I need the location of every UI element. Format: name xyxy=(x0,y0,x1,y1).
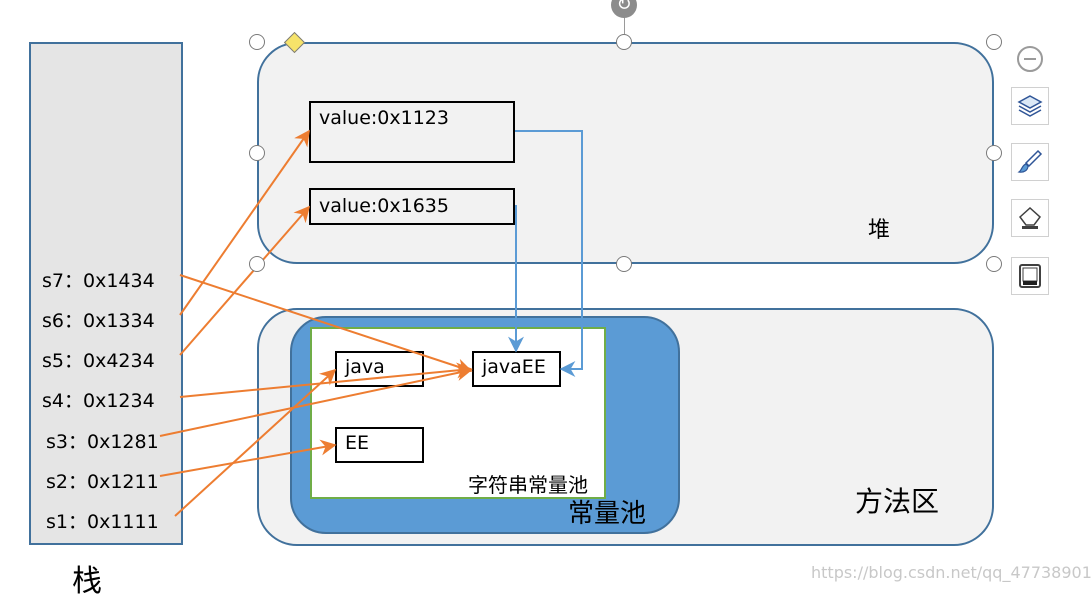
string-entry-java: java xyxy=(335,351,424,387)
eraser-button[interactable] xyxy=(1011,199,1049,237)
resize-handle-bottom-middle[interactable] xyxy=(616,256,632,272)
resize-handle-bottom-right[interactable] xyxy=(986,256,1002,272)
brush-button[interactable] xyxy=(1011,143,1049,181)
stack-var-s6: s6：0x1334 xyxy=(42,310,155,332)
stack-var-s4: s4：0x1234 xyxy=(42,390,155,412)
heap-object-2: value:0x1635 xyxy=(309,188,515,225)
string-entry-javaEE: javaEE xyxy=(472,351,561,387)
layers-icon xyxy=(1017,95,1043,117)
string-pool-title: 字符串常量池 xyxy=(468,473,588,497)
resize-handle-top-middle[interactable] xyxy=(616,34,632,50)
arrow-heap1-to-javaEE xyxy=(515,130,583,377)
collapse-button[interactable] xyxy=(1017,46,1043,72)
arrow-s4 xyxy=(179,362,473,398)
string-entry-EE: EE xyxy=(335,427,424,463)
stack-frame xyxy=(29,42,183,545)
rotate-icon[interactable]: ↻ xyxy=(611,0,637,18)
resize-handle-middle-left[interactable] xyxy=(249,145,265,161)
watermark: https://blog.csdn.net/qq_47738901 xyxy=(811,563,1092,582)
minus-icon xyxy=(1024,58,1036,60)
eraser-icon xyxy=(1018,206,1042,229)
fill-icon xyxy=(1019,264,1041,288)
layers-button[interactable] xyxy=(1011,87,1049,125)
arrow-s7 xyxy=(179,274,473,375)
resize-handle-middle-right[interactable] xyxy=(986,145,1002,161)
stack-var-s5: s5：0x4234 xyxy=(42,350,155,372)
arrow-heap2-to-javaEE xyxy=(508,205,524,353)
arrow-s5 xyxy=(179,205,311,356)
heap-object-1: value:0x1123 xyxy=(309,101,515,163)
heap-title: 堆 xyxy=(868,218,891,243)
resize-handle-top-left[interactable] xyxy=(249,34,265,50)
stack-var-s3: s3：0x1281 xyxy=(46,431,159,453)
arrow-s2 xyxy=(159,439,337,477)
resize-handle-bottom-left[interactable] xyxy=(249,256,265,272)
brush-icon xyxy=(1017,149,1043,173)
stack-var-s2: s2：0x1211 xyxy=(46,471,159,493)
stack-title: 栈 xyxy=(72,564,102,599)
arrow-s3 xyxy=(159,365,473,437)
arrow-s6 xyxy=(179,129,310,316)
rotate-connector xyxy=(624,14,625,34)
stack-var-s7: s7：0x1434 xyxy=(42,270,155,292)
arrow-s1 xyxy=(174,368,337,517)
resize-handle-top-right[interactable] xyxy=(986,34,1002,50)
method-area-title: 方法区 xyxy=(855,485,940,518)
fill-button[interactable] xyxy=(1011,257,1049,295)
constant-pool-title: 常量池 xyxy=(568,499,647,529)
arrows-layer xyxy=(159,129,583,517)
stack-var-s1: s1：0x1111 xyxy=(46,511,159,533)
